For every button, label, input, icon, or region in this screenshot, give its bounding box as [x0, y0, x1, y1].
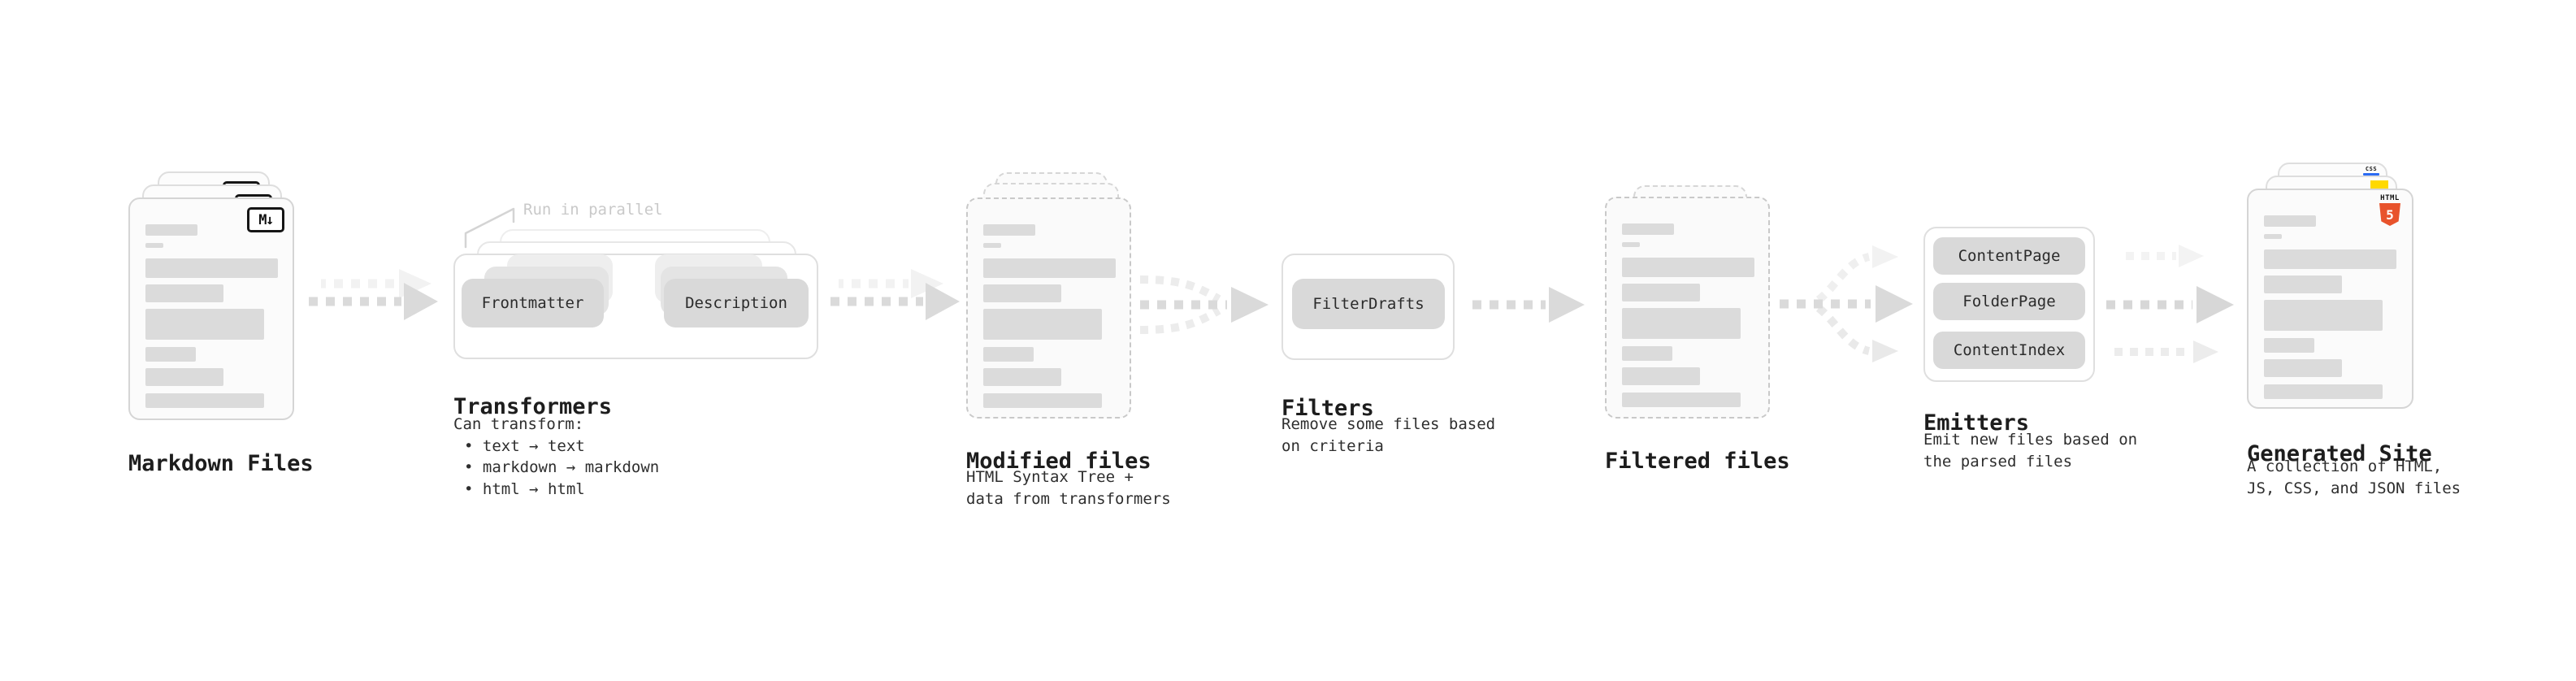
filter-drafts-pill: FilterDrafts [1292, 279, 1445, 329]
folder-page-pill: FolderPage [1933, 283, 2085, 320]
stage-emitters: ContentPage FolderPage ContentIndex Emit… [1923, 227, 2184, 495]
note-line: • markdown → markdown [464, 458, 660, 476]
content-index-pill: ContentIndex [1933, 332, 2085, 369]
html5-icon-label: HTML [2380, 194, 2400, 202]
modified-files-notes: HTML Syntax Tree + data from transformer… [966, 466, 1171, 510]
arrow-filters-to-filtered [1472, 287, 1585, 323]
filters-label: Filters [1281, 396, 1374, 422]
document-placeholder-lines [968, 199, 1130, 417]
emitters-label: Emitters [1923, 410, 2030, 436]
run-in-parallel-annotation: Run in parallel [523, 201, 663, 219]
document-placeholder-lines [2249, 190, 2412, 407]
note-line: data from transformers [966, 489, 1171, 508]
html5-icon-shield: 5 [2379, 203, 2400, 226]
note-line: Remove some files based [1281, 415, 1496, 433]
modified-files-label: Modified files [966, 449, 1151, 475]
css-icon-label: CSS [2365, 166, 2378, 172]
stage-modified-files: Modified files HTML Syntax Tree + data f… [966, 172, 1171, 514]
transformers-label: Transformers [453, 394, 613, 420]
markdown-icon: M↓ [247, 207, 284, 232]
arrow-transformers-to-modified [830, 269, 960, 320]
note-line: • html → html [464, 479, 585, 498]
note-line: on criteria [1281, 436, 1384, 455]
stage-transformers: Run in parallel Frontmatter Description … [453, 201, 827, 510]
stage-markdown-files: M↓ M↓ M↓ Markdown Files [128, 171, 323, 513]
modified-file-card-front [966, 197, 1131, 419]
document-placeholder-lines [1607, 198, 1768, 417]
stage-generated-site: CSS HTML 5 Generated Site A collection o… [2247, 163, 2461, 512]
note-line: • text → text [464, 436, 585, 455]
frontmatter-pill: Frontmatter [462, 279, 604, 327]
stage-filtered-files: Filtered files [1605, 185, 1800, 527]
transformers-notes: Can transform: • text → text • markdown … [453, 414, 659, 500]
document-placeholder-lines [130, 199, 293, 419]
arrow-emitters-to-site [2106, 245, 2234, 363]
note-line: JS, CSS, and JSON files [2247, 479, 2461, 497]
arrow-markdown-to-transformers [309, 269, 438, 320]
markdown-file-card-front: M↓ [128, 197, 294, 420]
html5-icon: HTML 5 [2376, 195, 2404, 226]
description-pill: Description [664, 279, 809, 327]
content-page-pill: ContentPage [1933, 237, 2085, 275]
generated-site-notes: A collection of HTML, JS, CSS, and JSON … [2247, 456, 2461, 499]
filters-notes: Remove some files based on criteria [1281, 414, 1495, 457]
note-line: the parsed files [1923, 452, 2073, 471]
css-icon-underline [2363, 173, 2379, 176]
arrow-modified-to-filters [1139, 275, 1268, 334]
arrow-filtered-to-emitters [1780, 245, 1913, 362]
emitters-notes: Emit new files based on the parsed files [1923, 429, 2137, 472]
css-icon: CSS [2363, 167, 2379, 176]
note-line: Emit new files based on [1923, 431, 2138, 449]
note-line: HTML Syntax Tree + [966, 468, 1134, 486]
html5-icon-number: 5 [2386, 206, 2394, 223]
filtered-file-card-front [1605, 197, 1770, 419]
markdown-files-label: Markdown Files [128, 451, 314, 477]
note-line: A collection of HTML, [2247, 458, 2443, 475]
generated-site-label: Generated Site [2247, 441, 2432, 467]
site-file-card-html: HTML 5 [2247, 189, 2413, 409]
note-line: Can transform: [453, 415, 584, 433]
stage-filters: FilterDrafts Filters Remove some files b… [1281, 254, 1509, 497]
annotation-connector-line [464, 207, 515, 249]
filtered-files-label: Filtered files [1605, 449, 1790, 475]
